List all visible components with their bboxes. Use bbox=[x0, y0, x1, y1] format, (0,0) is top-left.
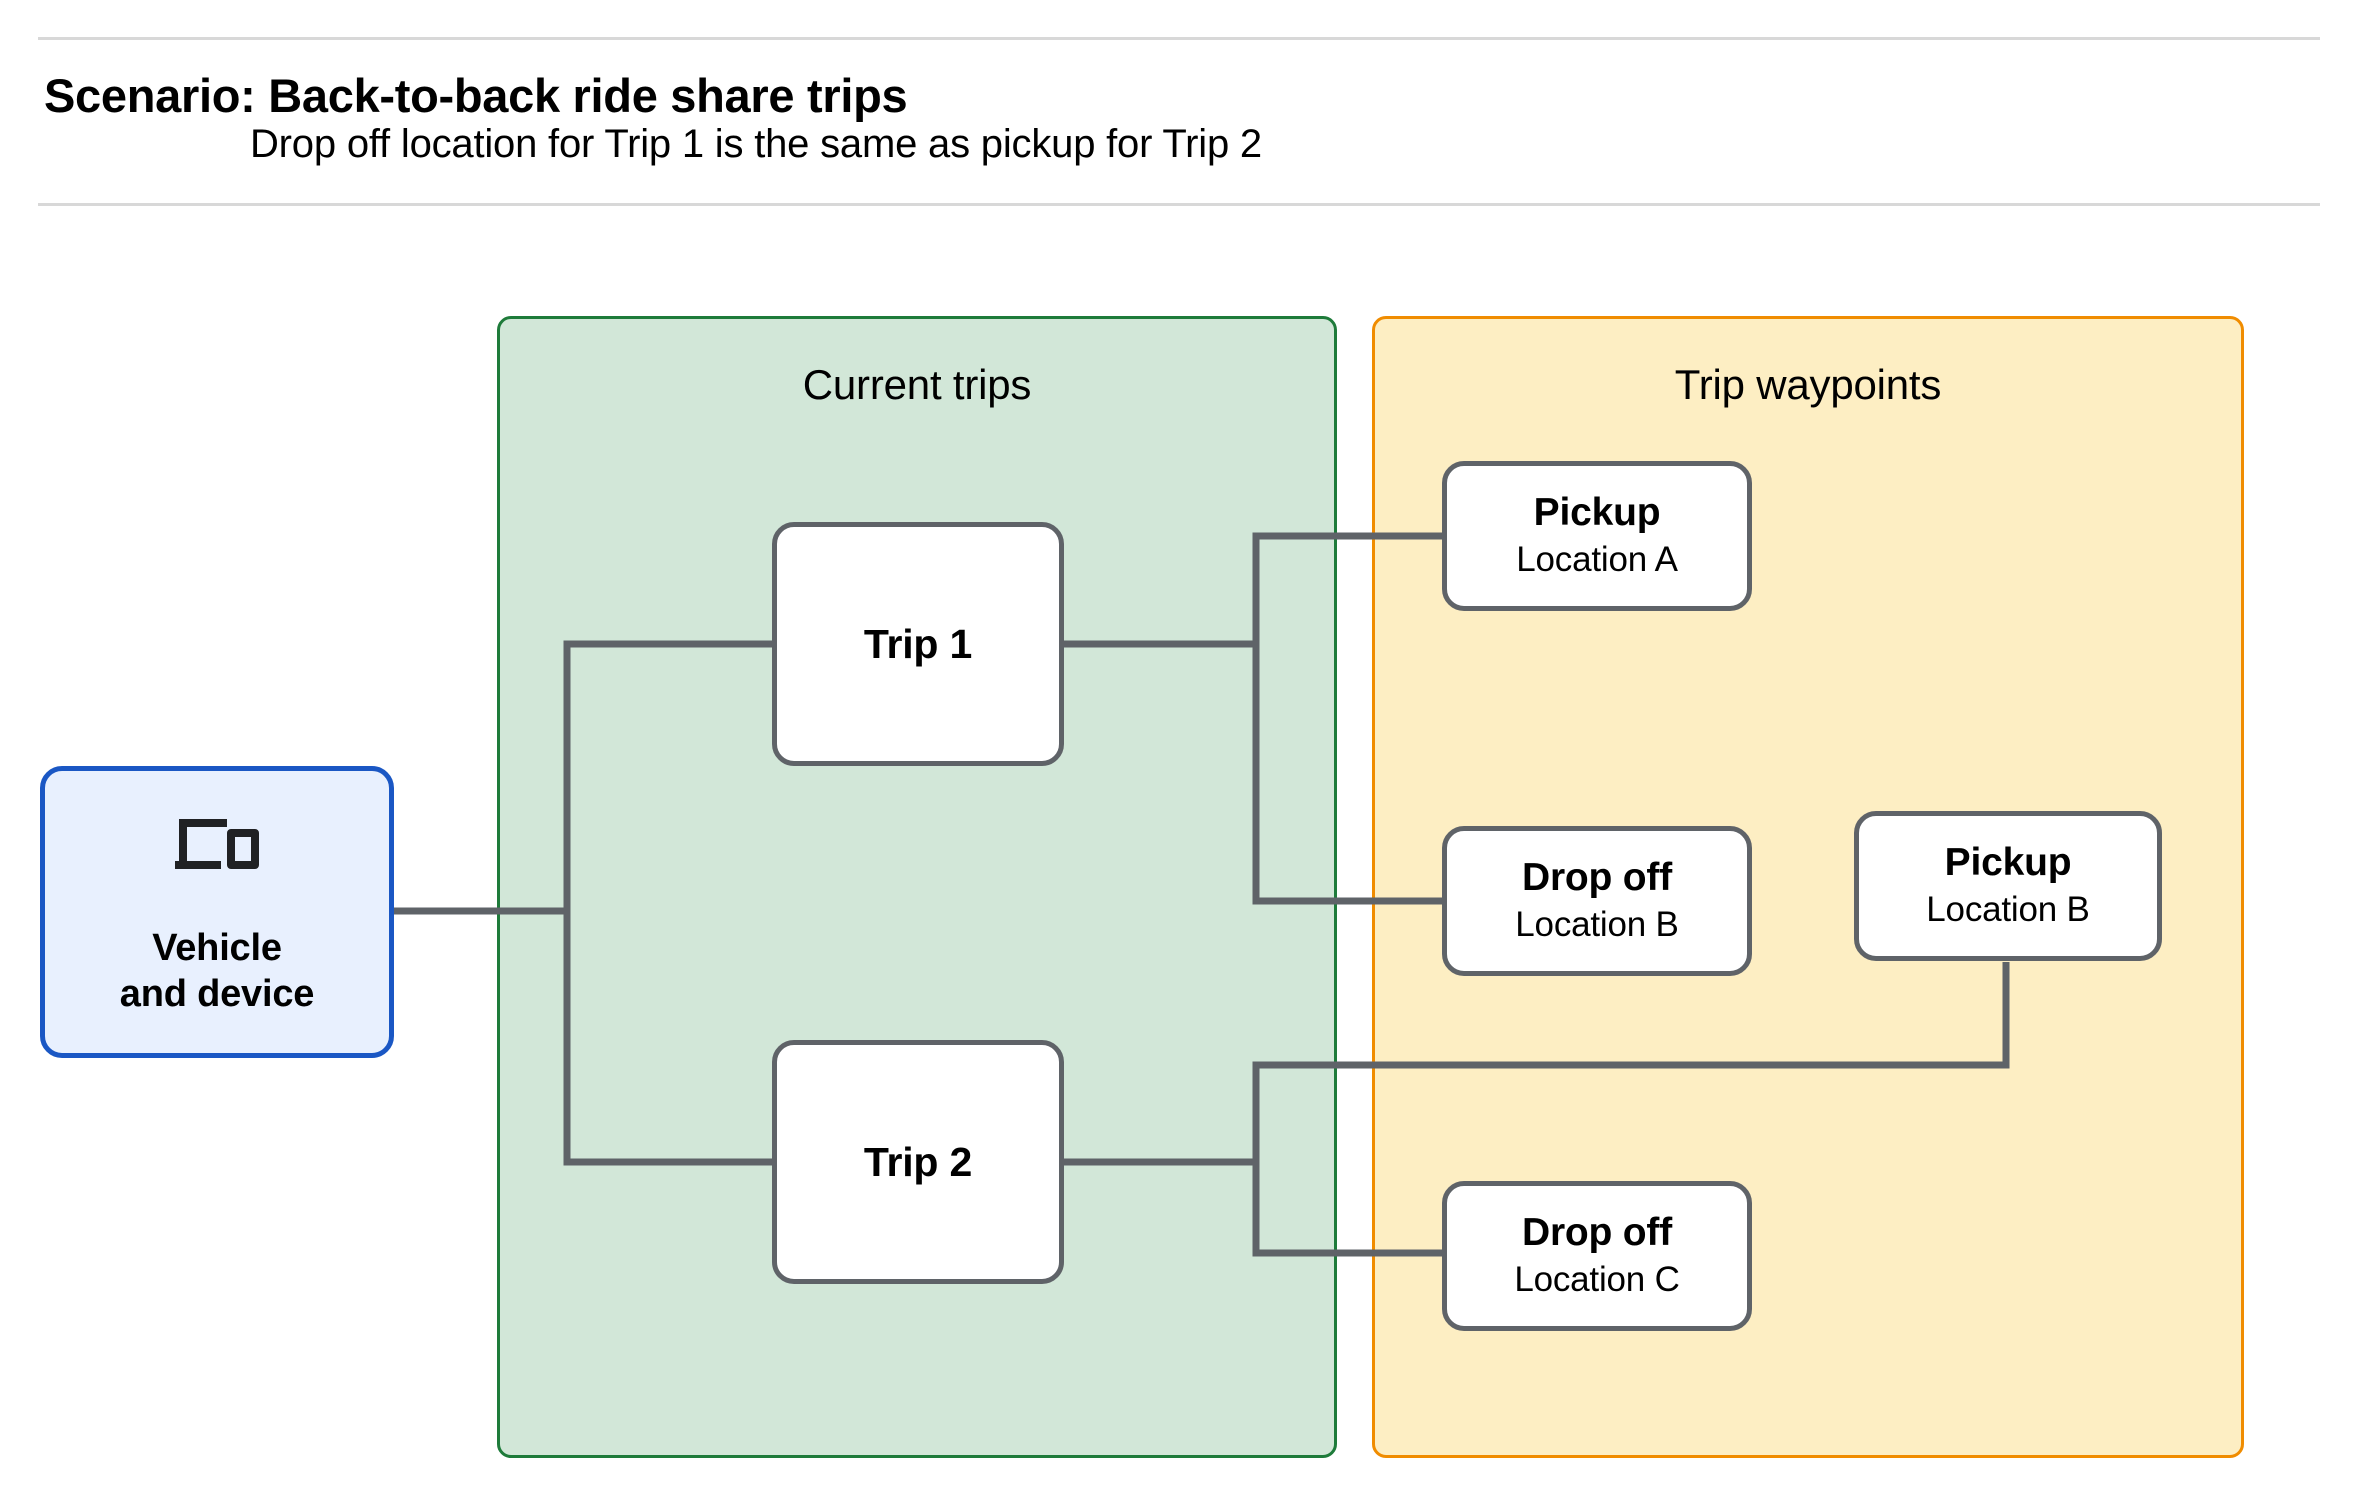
group-current-trips: Current trips bbox=[497, 316, 1337, 1458]
vehicle-label-line-2: and device bbox=[119, 973, 315, 1016]
node-waypoint-pickup-b-location: Location B bbox=[1926, 889, 2090, 929]
group-current-trips-title: Current trips bbox=[802, 361, 1032, 408]
header-divider-bottom bbox=[38, 203, 2320, 206]
vehicle-label-line-1: Vehicle bbox=[152, 927, 282, 969]
node-waypoint-dropoff-b-title: Drop off bbox=[1521, 856, 1673, 900]
node-waypoint-dropoff-c[interactable]: Drop off Location C bbox=[1442, 1181, 1752, 1331]
node-waypoint-dropoff-b-location: Location B bbox=[1515, 904, 1679, 944]
node-waypoint-dropoff-c-title: Drop off bbox=[1521, 1211, 1673, 1255]
page-title: Scenario: Back-to-back ride share trips bbox=[44, 69, 908, 122]
vehicle-label: Vehicle and device bbox=[119, 925, 315, 1018]
node-waypoint-dropoff-b[interactable]: Drop off Location B bbox=[1442, 826, 1752, 976]
node-waypoint-dropoff-c-location: Location C bbox=[1514, 1259, 1680, 1299]
node-trip-1-label: Trip 1 bbox=[863, 620, 973, 667]
node-trip-1[interactable]: Trip 1 bbox=[772, 522, 1064, 766]
page-subtitle: Drop off location for Trip 1 is the same… bbox=[250, 122, 1262, 166]
node-trip-2[interactable]: Trip 2 bbox=[772, 1040, 1064, 1284]
node-trip-2-label: Trip 2 bbox=[863, 1138, 973, 1185]
node-waypoint-pickup-b[interactable]: Pickup Location B bbox=[1854, 811, 2162, 961]
node-waypoint-pickup-a-title: Pickup bbox=[1533, 491, 1661, 535]
devices-icon bbox=[175, 819, 259, 869]
node-waypoint-pickup-b-title: Pickup bbox=[1944, 841, 2072, 885]
header-divider-top bbox=[38, 37, 2320, 40]
group-trip-waypoints-title: Trip waypoints bbox=[1674, 361, 1942, 408]
node-waypoint-pickup-a[interactable]: Pickup Location A bbox=[1442, 461, 1752, 611]
node-vehicle-and-device[interactable]: Vehicle and device bbox=[40, 766, 394, 1058]
node-waypoint-pickup-a-location: Location A bbox=[1516, 539, 1678, 579]
